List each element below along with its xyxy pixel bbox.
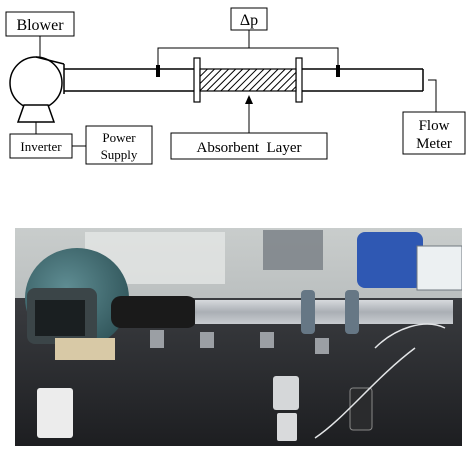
power-supply-box: Power Supply [85, 125, 153, 165]
photo-flow-meter-device [349, 387, 373, 431]
inverter-box: Inverter [9, 133, 73, 159]
duct-pipe [64, 68, 424, 92]
absorbent-layer-label: Absorbent Layer [197, 140, 302, 156]
flange-left [193, 57, 201, 103]
absorbent-layer-sample [199, 68, 297, 92]
photo-stand-3 [260, 332, 274, 348]
power-supply-label-line2: Supply [101, 147, 138, 162]
photo-small-meter [277, 413, 297, 441]
flange-right [295, 57, 303, 103]
flow-meter-label-line2: Meter [416, 136, 452, 152]
photo-acrylic-pipe [195, 300, 453, 324]
delta-p-label: Δp [240, 12, 258, 29]
photo-cabinet [263, 230, 323, 270]
photo-stand-2 [200, 332, 214, 348]
power-supply-label-line1: Power [102, 130, 136, 145]
photo-cables [314, 323, 446, 439]
delta-p-connection-line [157, 30, 339, 65]
pressure-tap-left [156, 65, 160, 77]
photo-stand-4 [315, 338, 329, 354]
setup-photograph [15, 228, 462, 446]
flow-meter-box: Flow Meter [402, 111, 466, 155]
experimental-setup-diagram: Blower Δp Absorbent Layer [5, 7, 466, 165]
photo-stand-1 [150, 330, 164, 348]
photo-monitor [416, 245, 462, 291]
flow-meter-label-line1: Flow [419, 118, 450, 134]
photo-flange-right [345, 290, 359, 334]
pressure-tap-right [336, 65, 340, 77]
photo-flexible-hose [111, 296, 197, 328]
flow-meter-connector [428, 79, 437, 112]
photo-inverter-device [37, 388, 73, 438]
photo-blower [25, 248, 129, 360]
photo-manometer [273, 376, 299, 410]
inverter-label: Inverter [20, 139, 62, 154]
absorbent-layer-label-box: Absorbent Layer [170, 132, 328, 160]
blower-label-box: Blower [5, 11, 75, 37]
delta-p-label-box: Δp [230, 7, 268, 31]
photo-flange-left [301, 290, 315, 334]
blower-label: Blower [16, 17, 64, 34]
photo-blue-chair [357, 232, 423, 288]
blower-symbol [9, 56, 65, 123]
absorbent-layer-arrow [245, 95, 253, 133]
